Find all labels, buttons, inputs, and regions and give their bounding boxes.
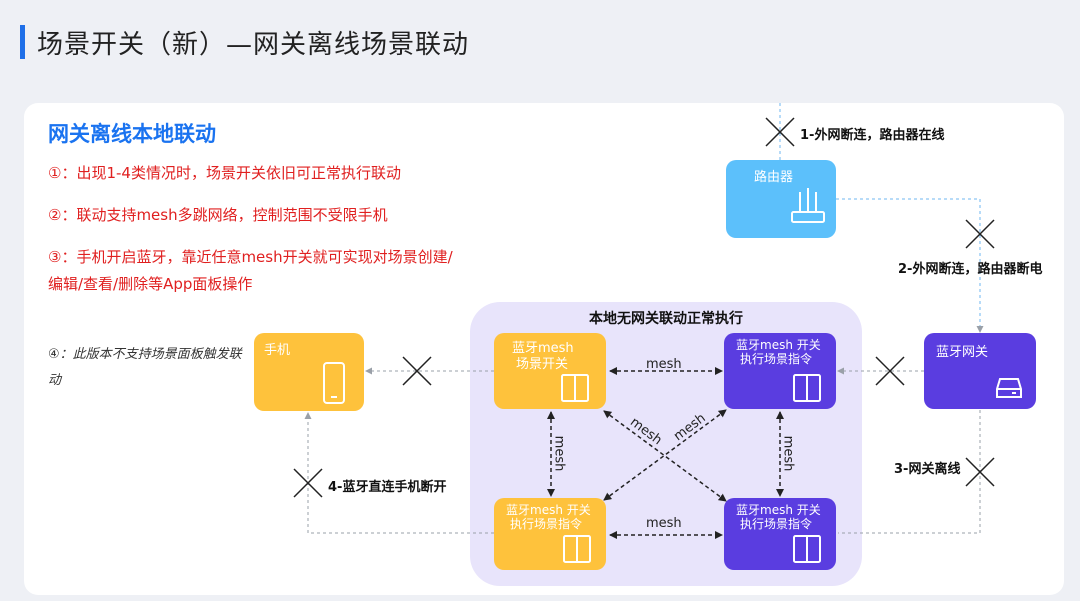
condition-2-label: 2-外网断连，路由器断电 xyxy=(898,262,1043,277)
gateway-node: 蓝牙网关 xyxy=(924,333,1036,409)
exec-bl-label-2: 执行场景指令 xyxy=(510,517,583,531)
switch-icon xyxy=(793,535,821,563)
router-gateway-link xyxy=(836,198,984,333)
title-accent-bar xyxy=(20,25,25,59)
break-mark-1 xyxy=(765,117,795,147)
zone-title: 本地无网关联动正常执行 xyxy=(589,311,743,327)
note-3a: ③：手机开启蓝牙，靠近任意mesh开关就可实现对场景创建/ xyxy=(48,248,453,266)
router-label: 路由器 xyxy=(754,170,794,185)
condition-4-label: 4-蓝牙直连手机断开 xyxy=(328,480,447,495)
mesh-link-diag1 xyxy=(603,410,727,502)
scene-switch-label-1: 蓝牙mesh xyxy=(512,341,574,356)
switch-icon xyxy=(563,535,591,563)
condition-1-label: 1-外网断连，路由器在线 xyxy=(800,128,945,143)
mesh-label-bottom: mesh xyxy=(646,516,682,531)
mesh-link-diag2 xyxy=(603,409,727,501)
note-1: ①：出现1-4类情况时，场景开关依旧可正常执行联动 xyxy=(48,164,401,182)
gateway-label: 蓝牙网关 xyxy=(936,345,989,360)
gateway-bottom-link xyxy=(838,410,981,534)
gateway-icon xyxy=(996,378,1022,398)
exec-switch-bottom-left: 蓝牙mesh 开关 执行场景指令 xyxy=(494,498,606,570)
exec-bl-label-1: 蓝牙mesh 开关 xyxy=(506,503,591,517)
switch-icon xyxy=(793,374,821,402)
section-heading: 网关离线本地联动 xyxy=(48,122,216,146)
note-3b: 编辑/查看/删除等App面板操作 xyxy=(48,275,253,293)
break-mark-2 xyxy=(965,219,995,249)
mesh-label-right: mesh xyxy=(780,435,796,472)
mesh-label-left: mesh xyxy=(551,435,567,472)
phone-label: 手机 xyxy=(264,343,291,358)
exec-br-label-2: 执行场景指令 xyxy=(740,517,813,531)
scene-switch-label-2: 场景开关 xyxy=(516,357,569,372)
exec-switch-bottom-right: 蓝牙mesh 开关 执行场景指令 xyxy=(724,498,836,570)
break-mark-3 xyxy=(965,457,995,487)
phone-icon xyxy=(323,362,345,404)
exec-switch-top-right: 蓝牙mesh 开关 执行场景指令 xyxy=(724,333,836,409)
break-mark-gateway xyxy=(875,356,905,386)
note-2: ②：联动支持mesh多跳网络，控制范围不受限手机 xyxy=(48,206,388,224)
break-mark-4 xyxy=(293,468,323,498)
exec-br-label-1: 蓝牙mesh 开关 xyxy=(736,503,821,517)
exec-tr-label-2: 执行场景指令 xyxy=(740,352,813,366)
page-header: 场景开关（新）—网关离线场景联动 xyxy=(20,24,469,60)
break-mark-phone xyxy=(402,356,432,386)
bottomleft-phone-link xyxy=(304,412,494,534)
note-4: ④：此版本不支持场景面板触发联动 xyxy=(48,347,242,388)
switch-icon xyxy=(561,374,589,402)
exec-tr-label-1: 蓝牙mesh 开关 xyxy=(736,338,821,352)
page-title: 场景开关（新）—网关离线场景联动 xyxy=(37,29,470,60)
router-icon xyxy=(791,188,825,223)
condition-3-label: 3-网关离线 xyxy=(894,462,961,477)
scene-switch-node: 蓝牙mesh 场景开关 xyxy=(494,333,606,409)
router-node: 路由器 xyxy=(726,160,836,238)
mesh-label-top: mesh xyxy=(646,357,682,372)
phone-node: 手机 xyxy=(254,333,364,411)
